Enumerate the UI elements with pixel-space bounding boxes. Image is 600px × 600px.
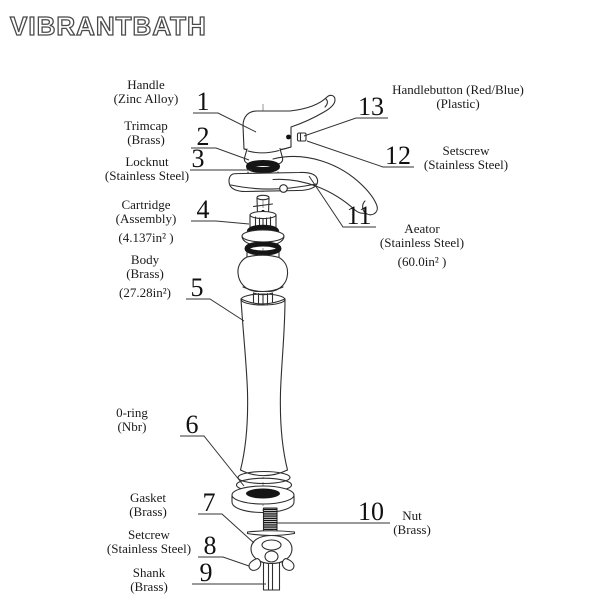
label-line: (Zinc Alloy) — [113, 91, 179, 106]
part-number-7: 7 — [202, 488, 216, 517]
label-line: Handlebutton (Red/Blue) — [392, 82, 524, 97]
label-line: Aeator — [404, 221, 440, 236]
part-number-2: 2 — [196, 122, 210, 151]
label-line: Handle — [127, 77, 165, 92]
part-number-12: 12 — [385, 141, 411, 170]
part-label-locknut: Locknut (Stainless Steel) — [105, 155, 189, 183]
handle-drawing — [243, 95, 335, 151]
label-line: (Stainless Steel) — [379, 235, 465, 250]
label-line: Setcrew — [128, 527, 170, 542]
part-number-9: 9 — [199, 558, 213, 587]
part-number-8: 8 — [203, 531, 217, 560]
label-line: (4.137in² ) — [118, 230, 174, 245]
label-line: (Plastic) — [436, 96, 480, 111]
part-number-10: 10 — [358, 497, 384, 526]
shank-drawing — [264, 560, 280, 590]
label-line: (Stainless Steel) — [104, 168, 190, 183]
part-label-setscrew: Setscrew (Stainless Steel) — [424, 144, 508, 172]
part-number-11: 11 — [346, 201, 372, 230]
cartridge-drawing — [238, 195, 288, 291]
part-label-trimcap: Trimcap (Brass) — [124, 119, 168, 147]
label-line: Body — [130, 252, 160, 267]
part-label-body: Body (Brass) (27.28in²) — [119, 253, 171, 300]
part-label-gasket: Gasket (Brass) — [129, 491, 167, 519]
label-line: (27.28in²) — [119, 285, 171, 300]
label-line: (Brass) — [130, 579, 168, 594]
label-line: (Stainless Steel) — [106, 541, 192, 556]
label-line: (Brass) — [127, 132, 165, 147]
threaded-rod-drawing — [248, 508, 295, 536]
part-number-3: 3 — [191, 144, 205, 173]
brand-logo: VIBRANTBATH — [9, 11, 207, 41]
part-label-oring: 0-ring (Nbr) — [116, 406, 148, 434]
label-line: Cartridge — [121, 197, 171, 212]
setscrew-side-drawing — [298, 133, 307, 141]
part-label-shank: Shank (Brass) — [130, 566, 168, 594]
part-number-13: 13 — [358, 92, 384, 121]
label-line: (Stainless Steel) — [423, 157, 509, 172]
label-line: (60.0in² ) — [397, 254, 447, 269]
label-line: Shank — [132, 565, 166, 580]
part-label-handlebutton: Handlebutton (Red/Blue) (Plastic) — [392, 83, 524, 111]
label-line: (Brass) — [129, 504, 167, 519]
gasket-drawing — [232, 486, 294, 513]
label-line: Locknut — [125, 154, 169, 169]
body-drawing — [241, 293, 288, 476]
part-number-1: 1 — [196, 87, 210, 116]
spout-deck-drawing — [229, 157, 377, 215]
label-line: (Brass) — [393, 522, 431, 537]
part-label-cartridge: Cartridge (Assembly) (4.137in² ) — [116, 198, 177, 245]
part-number-4: 4 — [196, 195, 210, 224]
label-line: Gasket — [129, 490, 167, 505]
label-line: (Nbr) — [117, 419, 147, 434]
label-line: Nut — [402, 508, 422, 523]
leader-lines — [180, 113, 414, 584]
label-line: Trimcap — [124, 118, 168, 133]
part-number-5: 5 — [190, 273, 204, 302]
label-line: (Brass) — [126, 266, 164, 281]
part-label-handle: Handle (Zinc Alloy) — [114, 78, 179, 106]
label-line: (Assembly) — [115, 211, 177, 226]
handlebutton-drawing — [286, 134, 291, 140]
part-label-nut: Nut (Brass) — [393, 509, 431, 537]
mounting-nut-drawing — [249, 536, 294, 571]
part-label-aeator: Aeator (Stainless Steel) (60.0in² ) — [380, 222, 464, 269]
part-number-6: 6 — [185, 410, 199, 439]
label-line: 0-ring — [116, 405, 148, 420]
part-label-setcrew: Setcrew (Stainless Steel) — [107, 528, 191, 556]
label-line: Setscrew — [442, 143, 490, 158]
